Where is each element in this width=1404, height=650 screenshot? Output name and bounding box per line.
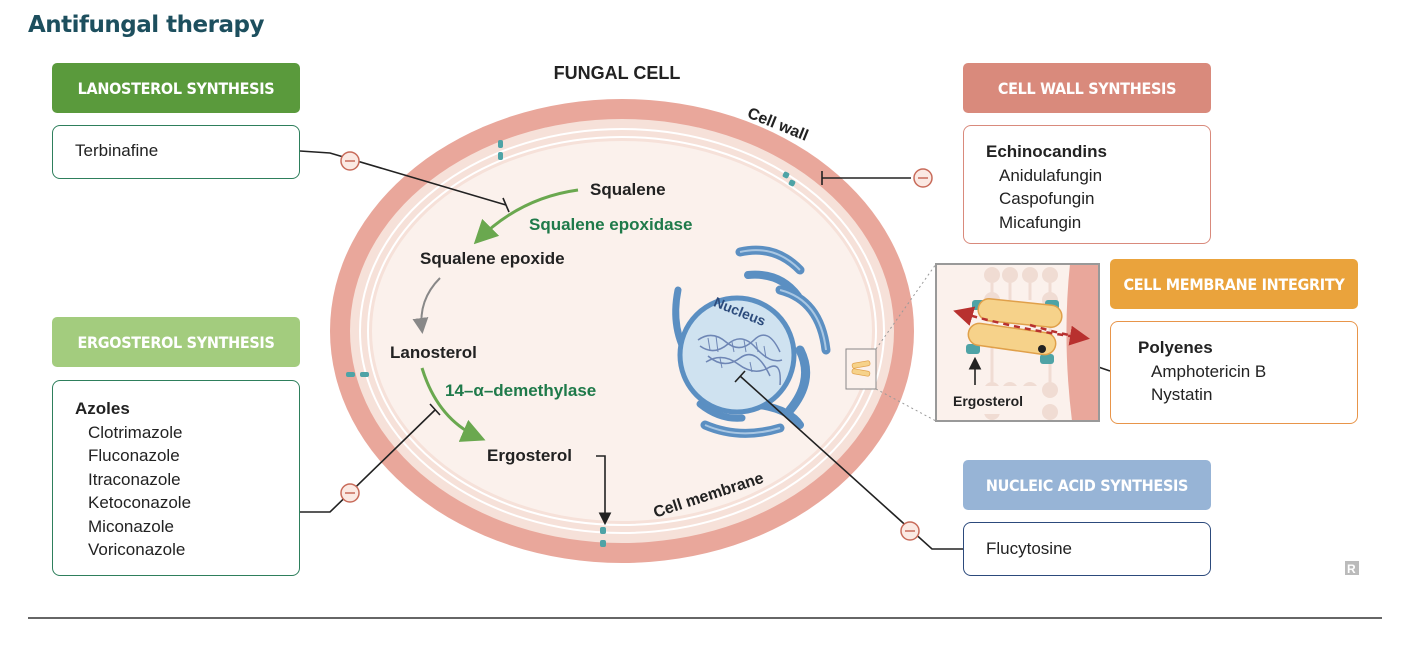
arrow-epoxide-to-lanosterol bbox=[412, 277, 441, 334]
drug-flucytosine: Flucytosine bbox=[986, 539, 1072, 558]
drug-fluconazole: Fluconazole bbox=[88, 446, 180, 465]
membrane-drug-box: Polyenes Amphotericin B Nystatin bbox=[1110, 321, 1358, 424]
nucleus bbox=[677, 295, 797, 415]
nucleic-drug-box: Flucytosine bbox=[963, 522, 1211, 576]
arrow-lanosterol-to-ergosterol bbox=[420, 367, 486, 442]
drug-nystatin: Nystatin bbox=[1151, 385, 1213, 404]
drug-miconazole: Miconazole bbox=[88, 516, 174, 536]
squalene-epoxidase-label: Squalene epoxidase bbox=[529, 215, 692, 234]
squalene-epoxide-label: Squalene epoxide bbox=[420, 249, 565, 268]
zoom-source-box bbox=[845, 348, 877, 390]
cell-membrane-integrity-header: CELL MEMBRANE INTEGRITY bbox=[1110, 259, 1358, 309]
svg-text:R: R bbox=[1347, 562, 1356, 576]
nucleic-acid-synthesis-header: NUCLEIC ACID SYNTHESIS bbox=[963, 460, 1211, 510]
rx-icon bbox=[1345, 561, 1359, 575]
drug-class-azoles: Azoles bbox=[75, 399, 130, 418]
drug-voriconazole: Voriconazole bbox=[88, 540, 186, 559]
drug-clotrimazole: Clotrimazole bbox=[88, 422, 183, 442]
fungal-cell-title: FUNGAL CELL bbox=[554, 63, 681, 83]
cell-wall-drug-box: Echinocandins Anidulafungin Caspofungin … bbox=[963, 125, 1211, 244]
drug-anidulafungin: Anidulafungin bbox=[999, 165, 1103, 185]
inset-ergosterol-label: Ergosterol bbox=[953, 393, 1023, 409]
cell-wall-synthesis-header: CELL WALL SYNTHESIS bbox=[963, 63, 1211, 113]
page-title: Antifungal therapy bbox=[28, 12, 264, 38]
ergosterol-drug-box: Azoles Clotrimazole Fluconazole Itracona… bbox=[52, 380, 300, 576]
lanosterol-drug-box: Terbinafine bbox=[52, 125, 300, 179]
drug-micafungin: Micafungin bbox=[999, 212, 1082, 232]
demethylase-label: 14–α–demethylase bbox=[445, 381, 596, 400]
ergosterol-synthesis-header: ERGOSTEROL SYNTHESIS bbox=[52, 317, 300, 367]
dna-strand bbox=[697, 334, 783, 386]
drug-caspofungin: Caspofungin bbox=[999, 189, 1095, 208]
bottom-divider bbox=[28, 617, 1382, 619]
ergosterol-molecule bbox=[977, 298, 1063, 328]
drug-amphotericin-b: Amphotericin B bbox=[1151, 361, 1267, 381]
drug-itraconazole: Itraconazole bbox=[88, 469, 181, 489]
ergosterol-label: Ergosterol bbox=[487, 446, 572, 465]
lanosterol-label: Lanosterol bbox=[390, 343, 477, 362]
arrow-squalene-to-epoxide bbox=[473, 188, 579, 245]
lanosterol-synthesis-header: LANOSTEROL SYNTHESIS bbox=[52, 63, 300, 113]
drug-terbinafine: Terbinafine bbox=[75, 141, 159, 160]
membrane-inset: Ergosterol bbox=[936, 264, 1099, 421]
membrane-channels bbox=[346, 140, 796, 547]
drug-class-polyenes: Polyenes bbox=[1138, 338, 1213, 357]
ergosterol-molecule bbox=[967, 322, 1057, 356]
drug-class-echinocandins: Echinocandins bbox=[986, 142, 1107, 161]
drug-ketoconazole: Ketoconazole bbox=[88, 493, 192, 512]
arrow-ergosterol-to-membrane bbox=[596, 455, 612, 526]
squalene-label: Squalene bbox=[590, 180, 666, 199]
